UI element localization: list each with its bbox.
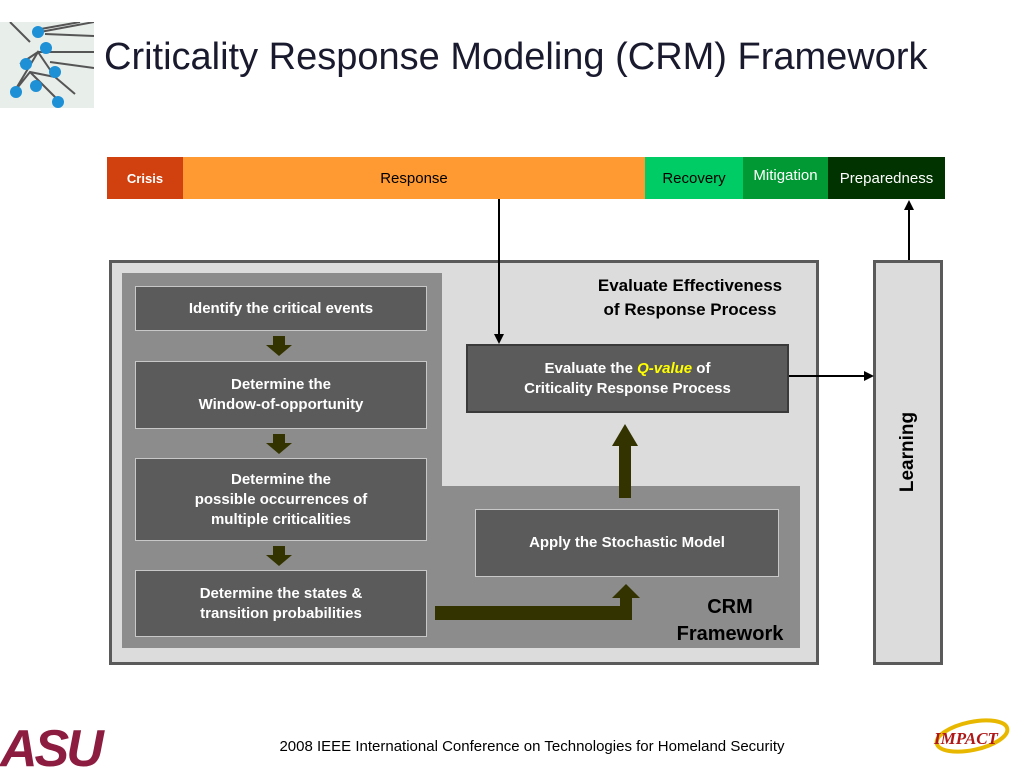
step-identify-critical-events: Identify the critical events [135, 286, 427, 331]
down-arrow-icon [266, 546, 292, 566]
step-multiple-line3: multiple criticalities [210, 510, 352, 528]
step-states-transition: Determine the states & transition probab… [135, 570, 427, 637]
phase-response: Response [183, 157, 645, 199]
phase-crisis-label: Crisis [126, 170, 164, 186]
evaluate-prefix: Evaluate the [544, 359, 638, 377]
step-window-of-opportunity: Determine the Window-of-opportunity [135, 361, 427, 429]
network-graphic [0, 21, 95, 108]
phase-response-label: Response [380, 169, 448, 187]
evaluate-heading-line1: Evaluate Effectiveness [597, 276, 783, 295]
evaluate-heading-line2: of Response Process [603, 300, 777, 319]
stochastic-label: Apply the Stochastic Model [529, 534, 725, 551]
down-arrow-icon [266, 434, 292, 454]
phase-preparedness: Preparedness [828, 157, 945, 199]
svg-text:IMPACT: IMPACT [933, 729, 999, 748]
down-arrow-icon [266, 336, 292, 356]
phase-preparedness-label: Preparedness [839, 169, 934, 187]
q-value-label: Q-value [637, 359, 693, 377]
stochastic-model-box: Apply the Stochastic Model [475, 509, 779, 577]
step-multiple-line1: Determine the [230, 470, 332, 488]
crm-label-line2: Framework [676, 623, 784, 645]
phase-mitigation-label: Mitigation [753, 167, 818, 184]
phase-crisis: Crisis [107, 157, 183, 199]
asu-logo: ASU [0, 718, 112, 773]
step-multiple-line2: possible occurrences of [194, 490, 368, 508]
evaluate-heading: Evaluate Effectiveness of Response Proce… [565, 274, 815, 322]
page-title: Criticality Response Modeling (CRM) Fram… [104, 36, 928, 78]
phase-recovery-label: Recovery [662, 169, 726, 187]
svg-text:ASU: ASU [0, 720, 105, 768]
step-identify-label: Identify the critical events [188, 299, 374, 317]
crm-framework-label: CRM Framework [660, 594, 800, 648]
evaluate-suffix: of [692, 359, 711, 377]
evaluate-qvalue-box: Evaluate the Q-value of Criticality Resp… [466, 344, 789, 413]
impact-logo: IMPACT [930, 714, 1010, 760]
step-window-line2: Window-of-opportunity [198, 396, 364, 413]
learning-panel [873, 260, 943, 665]
footer-conference: 2008 IEEE International Conference on Te… [279, 738, 785, 755]
phase-recovery: Recovery [645, 157, 743, 199]
step-states-line1: Determine the states & [199, 584, 363, 602]
evaluate-qvalue-line1: Evaluate the Q-value of [545, 359, 711, 379]
evaluate-qvalue-line2: Criticality Response Process [524, 379, 731, 397]
phase-mitigation: Mitigation [743, 157, 828, 199]
step-window-line1: Determine the [230, 376, 332, 393]
step-states-line2: transition probabilities [200, 604, 362, 622]
step-multiple-criticalities: Determine the possible occurrences of mu… [135, 458, 427, 541]
crm-label-line1: CRM [707, 596, 753, 618]
